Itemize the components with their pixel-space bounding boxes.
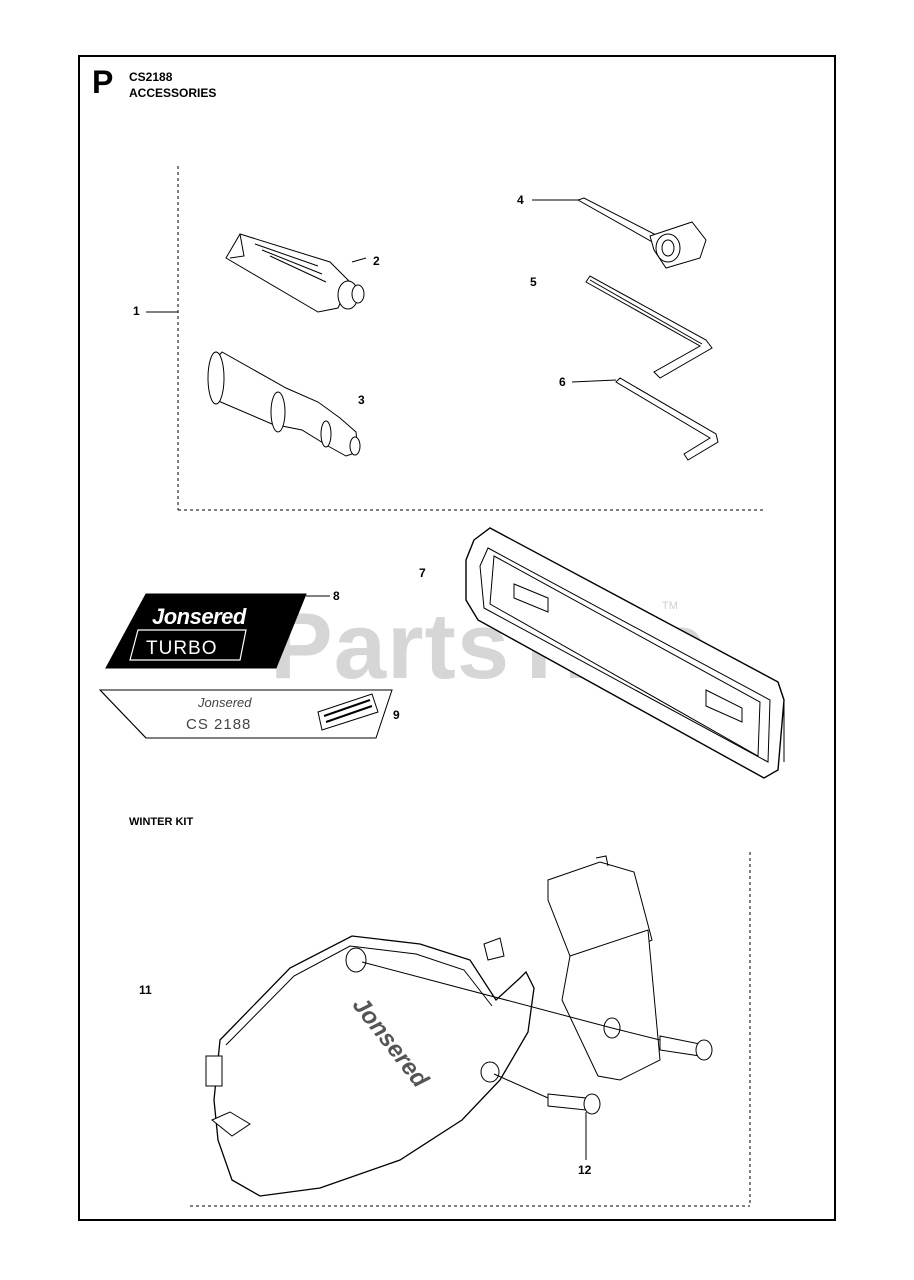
callout-8: 8 <box>333 589 340 603</box>
grease-tube-part <box>225 233 365 313</box>
watermark-tm: TM <box>662 600 678 612</box>
hex-key-small-part <box>615 377 719 461</box>
callout-12: 12 <box>578 1163 592 1177</box>
decal2-model-text: CS 2188 <box>186 716 252 733</box>
decal2-brand-text: Jonsered <box>198 695 252 710</box>
screw-upper-part <box>659 1035 713 1061</box>
socket-tool-part <box>207 351 361 457</box>
callout-9: 9 <box>393 708 400 722</box>
winter-shield-part <box>547 855 661 1081</box>
winter-kit-title: WINTER KIT <box>129 816 194 828</box>
callout-7: 7 <box>419 566 426 580</box>
model-decal-part <box>98 689 393 739</box>
bar-cover-part <box>465 527 785 779</box>
page-frame <box>78 55 836 1221</box>
kit-bracket <box>177 166 765 511</box>
winter-kit-bracket <box>190 852 751 1207</box>
callout-3: 3 <box>358 393 365 407</box>
winter-cover-part <box>205 935 535 1197</box>
callout-11: 11 <box>139 983 152 997</box>
model-number: CS2188 <box>129 70 173 84</box>
callout-5: 5 <box>530 275 537 289</box>
callout-2: 2 <box>373 254 380 268</box>
wrench-part <box>576 197 707 269</box>
leader-6 <box>571 379 617 383</box>
screw-lower-part <box>547 1093 601 1115</box>
callout-4: 4 <box>517 193 524 207</box>
decal-brand-text: Jonsered <box>152 604 246 629</box>
callout-1: 1 <box>133 304 140 318</box>
hex-key-large-part <box>585 275 713 379</box>
turbo-decal-part <box>105 593 307 669</box>
callout-6: 6 <box>559 375 566 389</box>
section-letter: P <box>92 64 114 100</box>
leader-2 <box>351 257 367 263</box>
assembly-line-upper <box>361 961 613 1029</box>
assembly-line-lower <box>493 1073 549 1099</box>
decal-turbo-text: TURBO <box>146 638 218 659</box>
section-title: ACCESSORIES <box>129 86 217 100</box>
